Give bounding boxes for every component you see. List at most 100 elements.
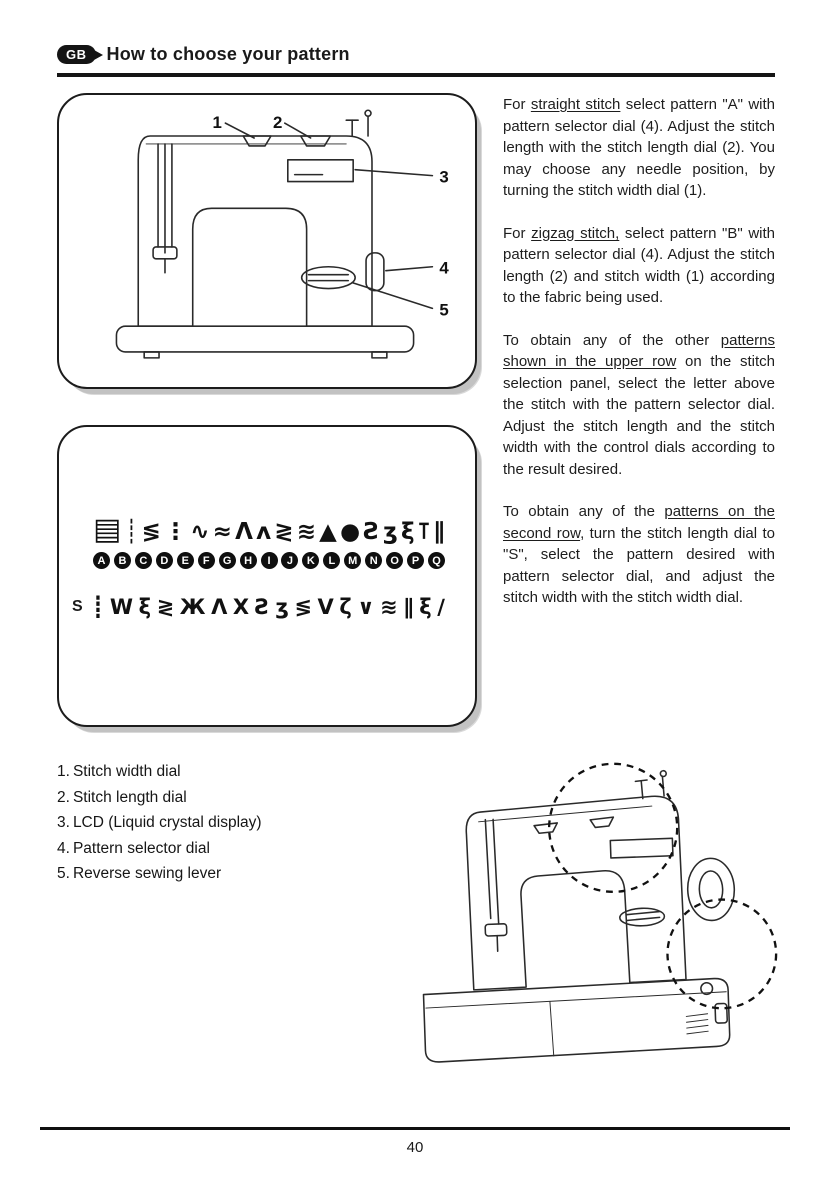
stitch-symbol: ∥ [403, 595, 414, 619]
parts-legend: 1.Stitch width dial 2.Stitch length dial 3… [57, 759, 392, 1095]
pattern-letter: Q [428, 552, 445, 569]
machine-base [115, 325, 415, 359]
stitch-symbol: ⊺ [417, 519, 431, 545]
stitch-symbol: Ж [179, 595, 206, 619]
stitch-symbol: ┊ [124, 519, 139, 545]
reverse-sewing-lever [300, 265, 356, 290]
top-dials [533, 816, 615, 835]
s-setting-label: S [72, 598, 83, 615]
stitch-symbol: ∿ [190, 519, 210, 545]
sewing-machine-overview-diagram [422, 762, 778, 1063]
stitch-symbol: ⋮ [164, 519, 188, 545]
callout-5: 5 [439, 300, 448, 319]
stitch-symbol: ▲ [319, 519, 337, 545]
stitch-symbol: ʌ [256, 519, 272, 545]
machine-body-outline [137, 135, 373, 327]
stitch-symbol: ≋ [296, 519, 316, 545]
machine-body-outline [465, 795, 687, 991]
stitch-symbol: V [317, 595, 334, 619]
stitch-symbol: Λ [235, 519, 253, 545]
reverse-sewing-lever [619, 907, 666, 927]
legend-item: 3.LCD (Liquid crystal display) [57, 814, 262, 831]
callout-1: 1 [213, 113, 222, 132]
pattern-letter: J [281, 552, 299, 569]
page-footer: 40 [40, 1127, 790, 1156]
pattern-letter: I [260, 552, 278, 569]
callout-lines [224, 122, 434, 310]
pattern-letter: B [113, 552, 131, 569]
spool-pins [345, 109, 372, 137]
stitch-symbol: ∥ [433, 519, 445, 545]
stitch-symbol: ζ [339, 595, 352, 619]
stitch-symbol: ∨ [357, 595, 375, 619]
footer-rule [40, 1127, 790, 1130]
page-header: GB How to choose your pattern [57, 44, 775, 77]
pattern-letter: H [239, 552, 257, 569]
instructions-column: For straight stitch select pattern "A" w… [503, 93, 775, 727]
stitch-symbol: ≈ [212, 519, 232, 545]
pattern-letter: G [218, 552, 236, 569]
stitch-symbol: Ƨ [254, 595, 270, 619]
pattern-letter: N [365, 552, 383, 569]
instruction-paragraph-upper-row: To obtain any of the other patterns show… [503, 331, 775, 478]
pattern-letter: M [344, 552, 362, 569]
legend-item: 1.Stitch width dial [57, 763, 181, 780]
stitch-symbol: W [109, 595, 134, 619]
pattern-letter: P [407, 552, 425, 569]
stitch-symbol: Λ [211, 595, 228, 619]
stitch-symbol: ≷ [156, 595, 175, 619]
needle-bar-area [484, 818, 508, 952]
page-number: 40 [406, 1139, 424, 1156]
stitch-symbol: ● [340, 519, 361, 545]
lcd-display [287, 158, 354, 183]
stitch-symbol: ≋ [379, 595, 398, 619]
instruction-paragraph-straight-stitch: For straight stitch select pattern "A" w… [503, 96, 775, 199]
stitch-symbol: ξ [419, 595, 432, 619]
pattern-letter: C [134, 552, 152, 569]
top-dials [242, 135, 332, 147]
pattern-letter: L [323, 552, 341, 569]
pattern-letter: K [302, 552, 320, 569]
callout-2: 2 [273, 113, 282, 132]
pattern-letter: E [176, 552, 194, 569]
pattern-letter: A [93, 552, 110, 569]
pattern-letter: O [386, 552, 404, 569]
instruction-paragraph-zigzag-stitch: For zigzag stitch, select pattern "B" wi… [503, 224, 775, 307]
machine-callout-diagram-box: 1 2 3 4 5 [57, 93, 477, 389]
page-title: How to choose your pattern [106, 44, 350, 64]
stitch-symbol: ┋ [91, 595, 105, 619]
stitch-symbol: ʒ [383, 519, 398, 545]
stitch-symbol: ʒ [275, 595, 289, 619]
bottom-section: 1.Stitch width dial 2.Stitch length dial 3… [57, 753, 780, 1095]
callout-3: 3 [439, 168, 448, 187]
power-switch [714, 1002, 728, 1024]
pattern-letter: D [155, 552, 173, 569]
stitch-symbol: Ƨ [363, 519, 380, 545]
stitch-symbol: X [232, 595, 250, 619]
highlight-circle-handwheel [666, 898, 778, 1010]
needle-bar-area [152, 143, 178, 274]
highlight-circle-top-dials [547, 762, 679, 894]
side-knob [700, 981, 714, 996]
stitch-symbol: ▤ [93, 512, 122, 547]
stitch-symbol: ξ [138, 595, 152, 619]
sewing-machine-callout-diagram: 1 2 3 4 5 [115, 109, 449, 359]
stitch-symbol: ∕ [437, 595, 445, 619]
stitch-symbol: ≶ [294, 595, 312, 619]
instruction-paragraph-second-row: To obtain any of the patterns on the sec… [503, 503, 775, 606]
legend-item: 4.Pattern selector dial [57, 839, 210, 857]
machine-base [422, 977, 731, 1063]
lcd-display [609, 837, 674, 859]
pattern-letter: F [197, 552, 215, 569]
stitch-symbol: ξ [400, 519, 415, 545]
callout-4: 4 [439, 259, 449, 278]
legend-item: 2.Stitch length dial [57, 788, 187, 806]
